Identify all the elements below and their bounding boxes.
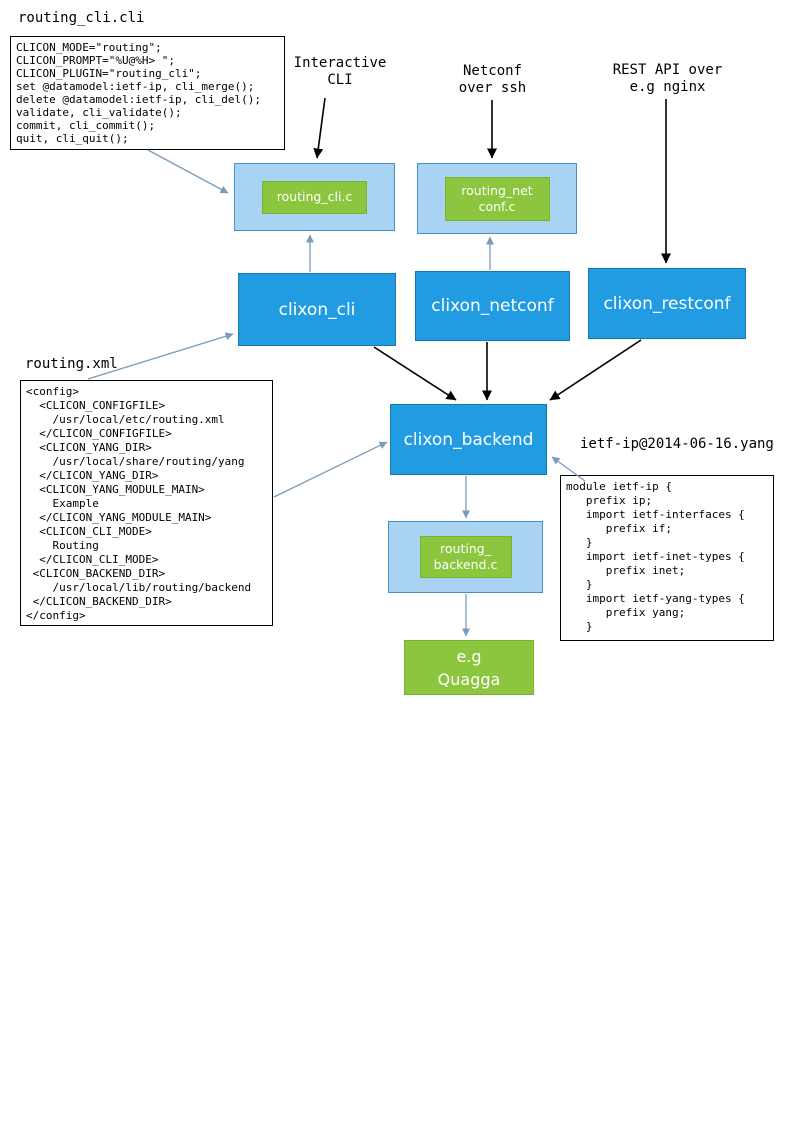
clixon-cli-node: clixon_cli [238, 273, 396, 346]
routing-cli-c-wrapper: routing_cli.c [234, 163, 395, 231]
routing-cli-file-label: routing_cli.cli [18, 10, 145, 26]
routing-netconf-c-box: routing_net conf.c [444, 176, 550, 221]
routing-backend-c-box: routing_ backend.c [419, 536, 512, 578]
arrow-clixon-restconf-to-backend [549, 339, 642, 401]
quagga-node: e.g Quagga [404, 640, 534, 695]
routing-backend-c-wrapper: routing_ backend.c [388, 521, 543, 593]
clixon-restconf-node: clixon_restconf [588, 268, 746, 339]
routing-cli-code-box: CLICON_MODE="routing"; CLICON_PROMPT="%U… [10, 36, 285, 150]
routing-cli-c-box: routing_cli.c [262, 180, 367, 214]
arrow-routing-xml-to-backend [273, 441, 388, 498]
interactive-cli-label: Interactive CLI [293, 55, 387, 88]
arrow-interactive-cli-to-routing-cli-c [313, 97, 326, 159]
netconf-over-ssh-label: Netconf over ssh [458, 63, 527, 96]
clixon-netconf-node: clixon_netconf [415, 271, 570, 341]
rest-api-label: REST API over e.g nginx [612, 62, 723, 95]
clixon-backend-node: clixon_backend [390, 404, 547, 475]
arrow-clixon-cli-to-backend [373, 346, 457, 401]
routing-xml-file-label: routing.xml [25, 356, 118, 372]
arrow-routing-cli-file-to-plugin [147, 149, 229, 194]
yang-file-label: ietf-ip@2014-06-16.yang [580, 436, 774, 452]
routing-netconf-c-wrapper: routing_net conf.c [417, 163, 577, 234]
routing-xml-code-box: <config> <CLICON_CONFIGFILE> /usr/local/… [20, 380, 273, 626]
yang-code-box: module ietf-ip { prefix ip; import ietf-… [560, 475, 774, 641]
